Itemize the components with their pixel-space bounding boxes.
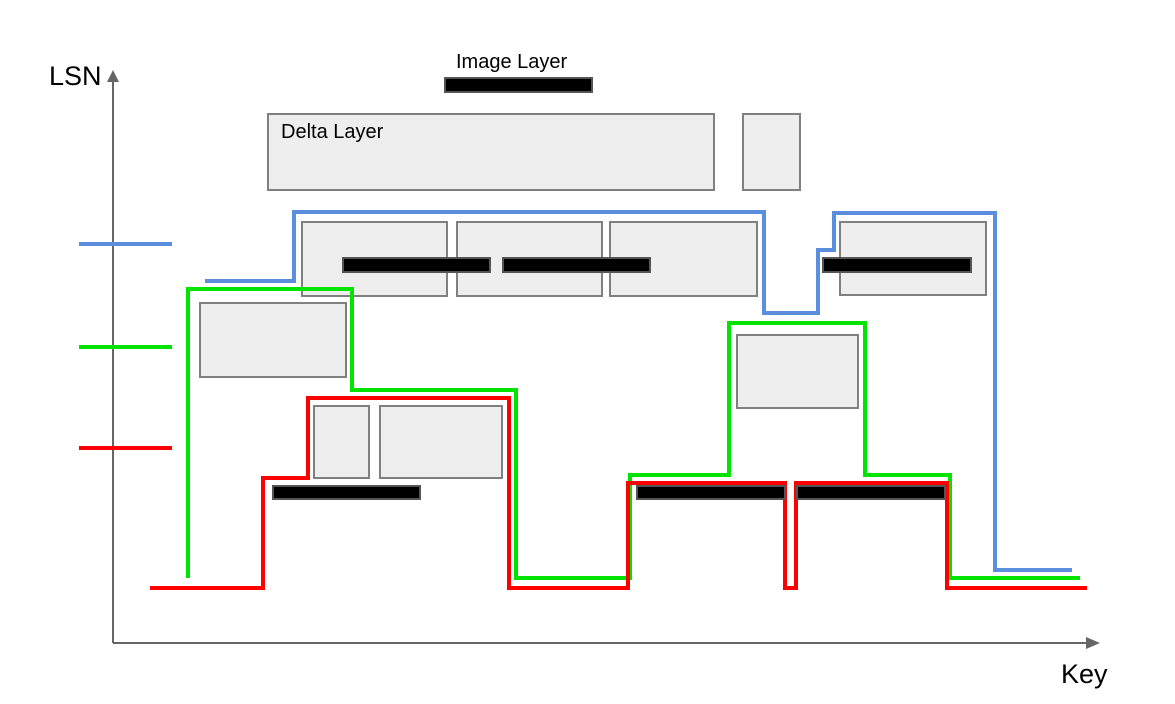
- delta-layer-label: Delta Layer: [281, 121, 384, 143]
- x-axis-arrowhead: [1086, 637, 1100, 649]
- image-layer-label: Image Layer: [456, 51, 568, 73]
- red-key-bar-2: [636, 485, 786, 500]
- red-key-bar-1: [272, 485, 421, 500]
- blue-key-bar-1: [342, 257, 491, 273]
- key-range-bars-group: [272, 77, 972, 500]
- green-page-box-1: [199, 302, 347, 378]
- blue-curve: [205, 210, 1072, 572]
- green-curve: [186, 287, 1080, 580]
- delta-layer-box-small: [742, 113, 801, 191]
- layer-boxes-group: [199, 113, 987, 479]
- red-page-box-1: [313, 405, 370, 479]
- green-page-box-2: [736, 334, 859, 409]
- y-axis-label: LSN: [49, 61, 102, 91]
- blue-key-bar-3: [822, 257, 972, 273]
- axes-group: [107, 70, 1100, 649]
- y-axis-arrowhead: [107, 70, 119, 82]
- delta-layer-box: [267, 113, 715, 191]
- image-layer-bar: [444, 77, 593, 93]
- red-curve: [150, 396, 1087, 590]
- x-axis-label: Key: [1061, 659, 1108, 689]
- red-key-bar-3: [796, 485, 946, 500]
- blue-key-bar-2: [502, 257, 651, 273]
- axis-ticks-group: [79, 242, 172, 450]
- red-page-box-2: [379, 405, 503, 479]
- lsn-curves-group: [150, 210, 1087, 590]
